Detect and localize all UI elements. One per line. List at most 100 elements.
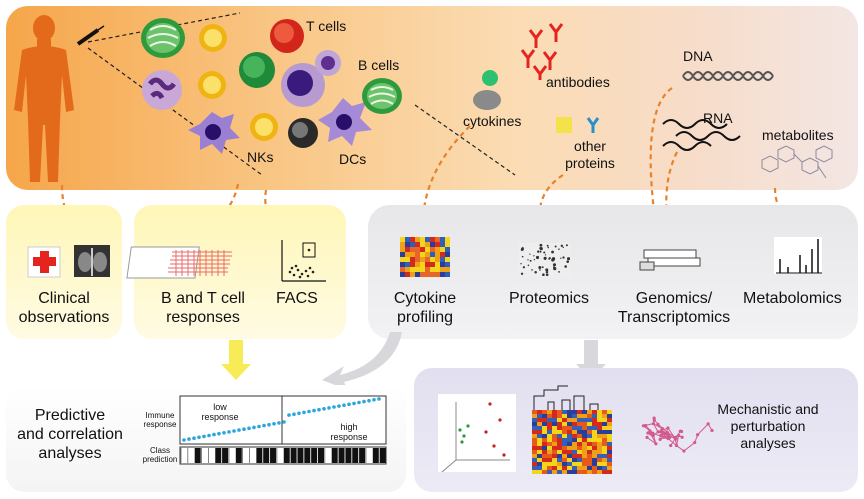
prediction-dot [372,398,376,402]
predictive-line2: and correlation [17,426,123,443]
prediction-dot [267,422,271,427]
class-bar [270,448,277,463]
cell-dendritic-icon [318,98,372,146]
prediction-dot [362,399,366,404]
prediction-dot [247,426,251,431]
nks-label: NKs [247,149,274,165]
class-bar [338,448,345,463]
cell-green-stripe-bcell-icon [362,78,402,114]
prediction-dot [327,406,331,410]
cell-green-stripe-1-icon [141,18,185,58]
other-proteins-line1: other [574,138,606,154]
prediction-dot [217,431,221,436]
cytokine-line2: profiling [396,309,454,326]
class-bar [345,448,352,463]
network-graph-icon [641,416,714,453]
class-bar [222,448,229,463]
dna-icon [682,71,774,81]
medical-cross-icon [27,246,61,278]
class-bar [379,448,386,463]
cell-black-icon [288,118,318,148]
b-cells-label: B cells [358,57,400,73]
antibodies-label: antibodies [546,74,610,90]
metabolites-label: metabolites [762,127,834,143]
gray-curved-arrow-icon [322,332,402,390]
yellow-down-arrow-icon [221,340,251,380]
prediction-dot [227,430,231,434]
cell-yellow-nk-icon [250,113,278,141]
immune-line2: response [143,420,177,429]
facs-label: FACS [276,290,318,307]
prediction-dot [232,429,236,433]
high-line1: high [340,422,358,432]
mech-line2: perturbation [730,418,806,434]
cell-nk-spiky-icon [188,112,240,154]
class-bar [352,448,359,463]
prediction-dot [297,411,301,416]
prediction-dot [287,413,291,417]
class-bar [194,448,201,463]
zoom-line-right [414,104,516,176]
prediction-dot [337,404,341,408]
low-response-label: low response [198,402,242,422]
prediction-dot [272,422,276,426]
cytokine-label: Cytokine profiling [380,289,470,327]
cytokine-line1: Cytokine [393,290,457,307]
prediction-dot [262,423,266,428]
cytokines-icon [473,70,501,110]
prediction-dot [212,432,216,437]
predictive-line3: analyses [38,445,102,462]
prediction-dot [352,401,356,406]
clinical-line1: Clinical [38,290,90,307]
arrow-facs [264,189,281,235]
prediction-dot [257,424,261,429]
cell-yellow-2-icon [198,71,226,99]
prediction-dot [307,409,311,414]
syringe-icon [76,25,105,46]
rna-icon [662,119,741,151]
prediction-dot [292,412,296,417]
class-line1: Class [149,446,170,455]
other-proteins-line2: proteins [565,155,615,171]
metabolites-icon [761,145,833,179]
class-bar [331,448,338,463]
class-bar [311,448,318,463]
cell-purple-granulocyte-icon [142,70,182,110]
cell-red-tcell-icon [270,19,304,53]
mechanistic-label: Mechanistic and perturbation analyses [706,401,830,452]
prediction-dot [182,438,186,442]
bt-label: B and T cell responses [140,289,266,327]
immune-response-axis-label: Immune response [140,411,180,429]
prediction-dot [312,408,316,413]
high-line2: response [330,432,368,442]
low-line2: response [201,412,239,422]
clinical-line2: observations [18,309,110,326]
proteomics-label: Proteomics [509,290,590,307]
prediction-dot [242,427,246,432]
protein-square-icon [556,117,572,133]
prediction-dot [202,434,206,439]
prediction-dot [222,431,226,435]
class-bar [297,448,304,463]
class-bar [215,448,222,463]
prediction-dot [322,407,326,411]
predictive-label: Predictive and correlation analyses [10,406,130,463]
prediction-dot [237,428,241,432]
genomics-line1: Genomics/ [635,290,713,307]
bt-line2: responses [166,309,240,326]
prediction-dot [277,421,281,425]
genomics-label: Genomics/ Transcriptomics [612,289,736,327]
prediction-dot [197,435,201,440]
low-line1: low [213,402,227,412]
rna-label: RNA [703,110,733,126]
high-response-label: high response [324,422,374,442]
mass-spectrum-icon [774,237,822,274]
class-line2: prediction [142,455,178,464]
t-cells-label: T cells [306,18,347,34]
clinical-label: Clinical observations [6,289,122,327]
bt-line1: B and T cell [161,290,245,307]
class-bar [283,448,290,463]
prediction-dot [347,402,351,407]
genomics-line2: Transcriptomics [617,309,731,326]
